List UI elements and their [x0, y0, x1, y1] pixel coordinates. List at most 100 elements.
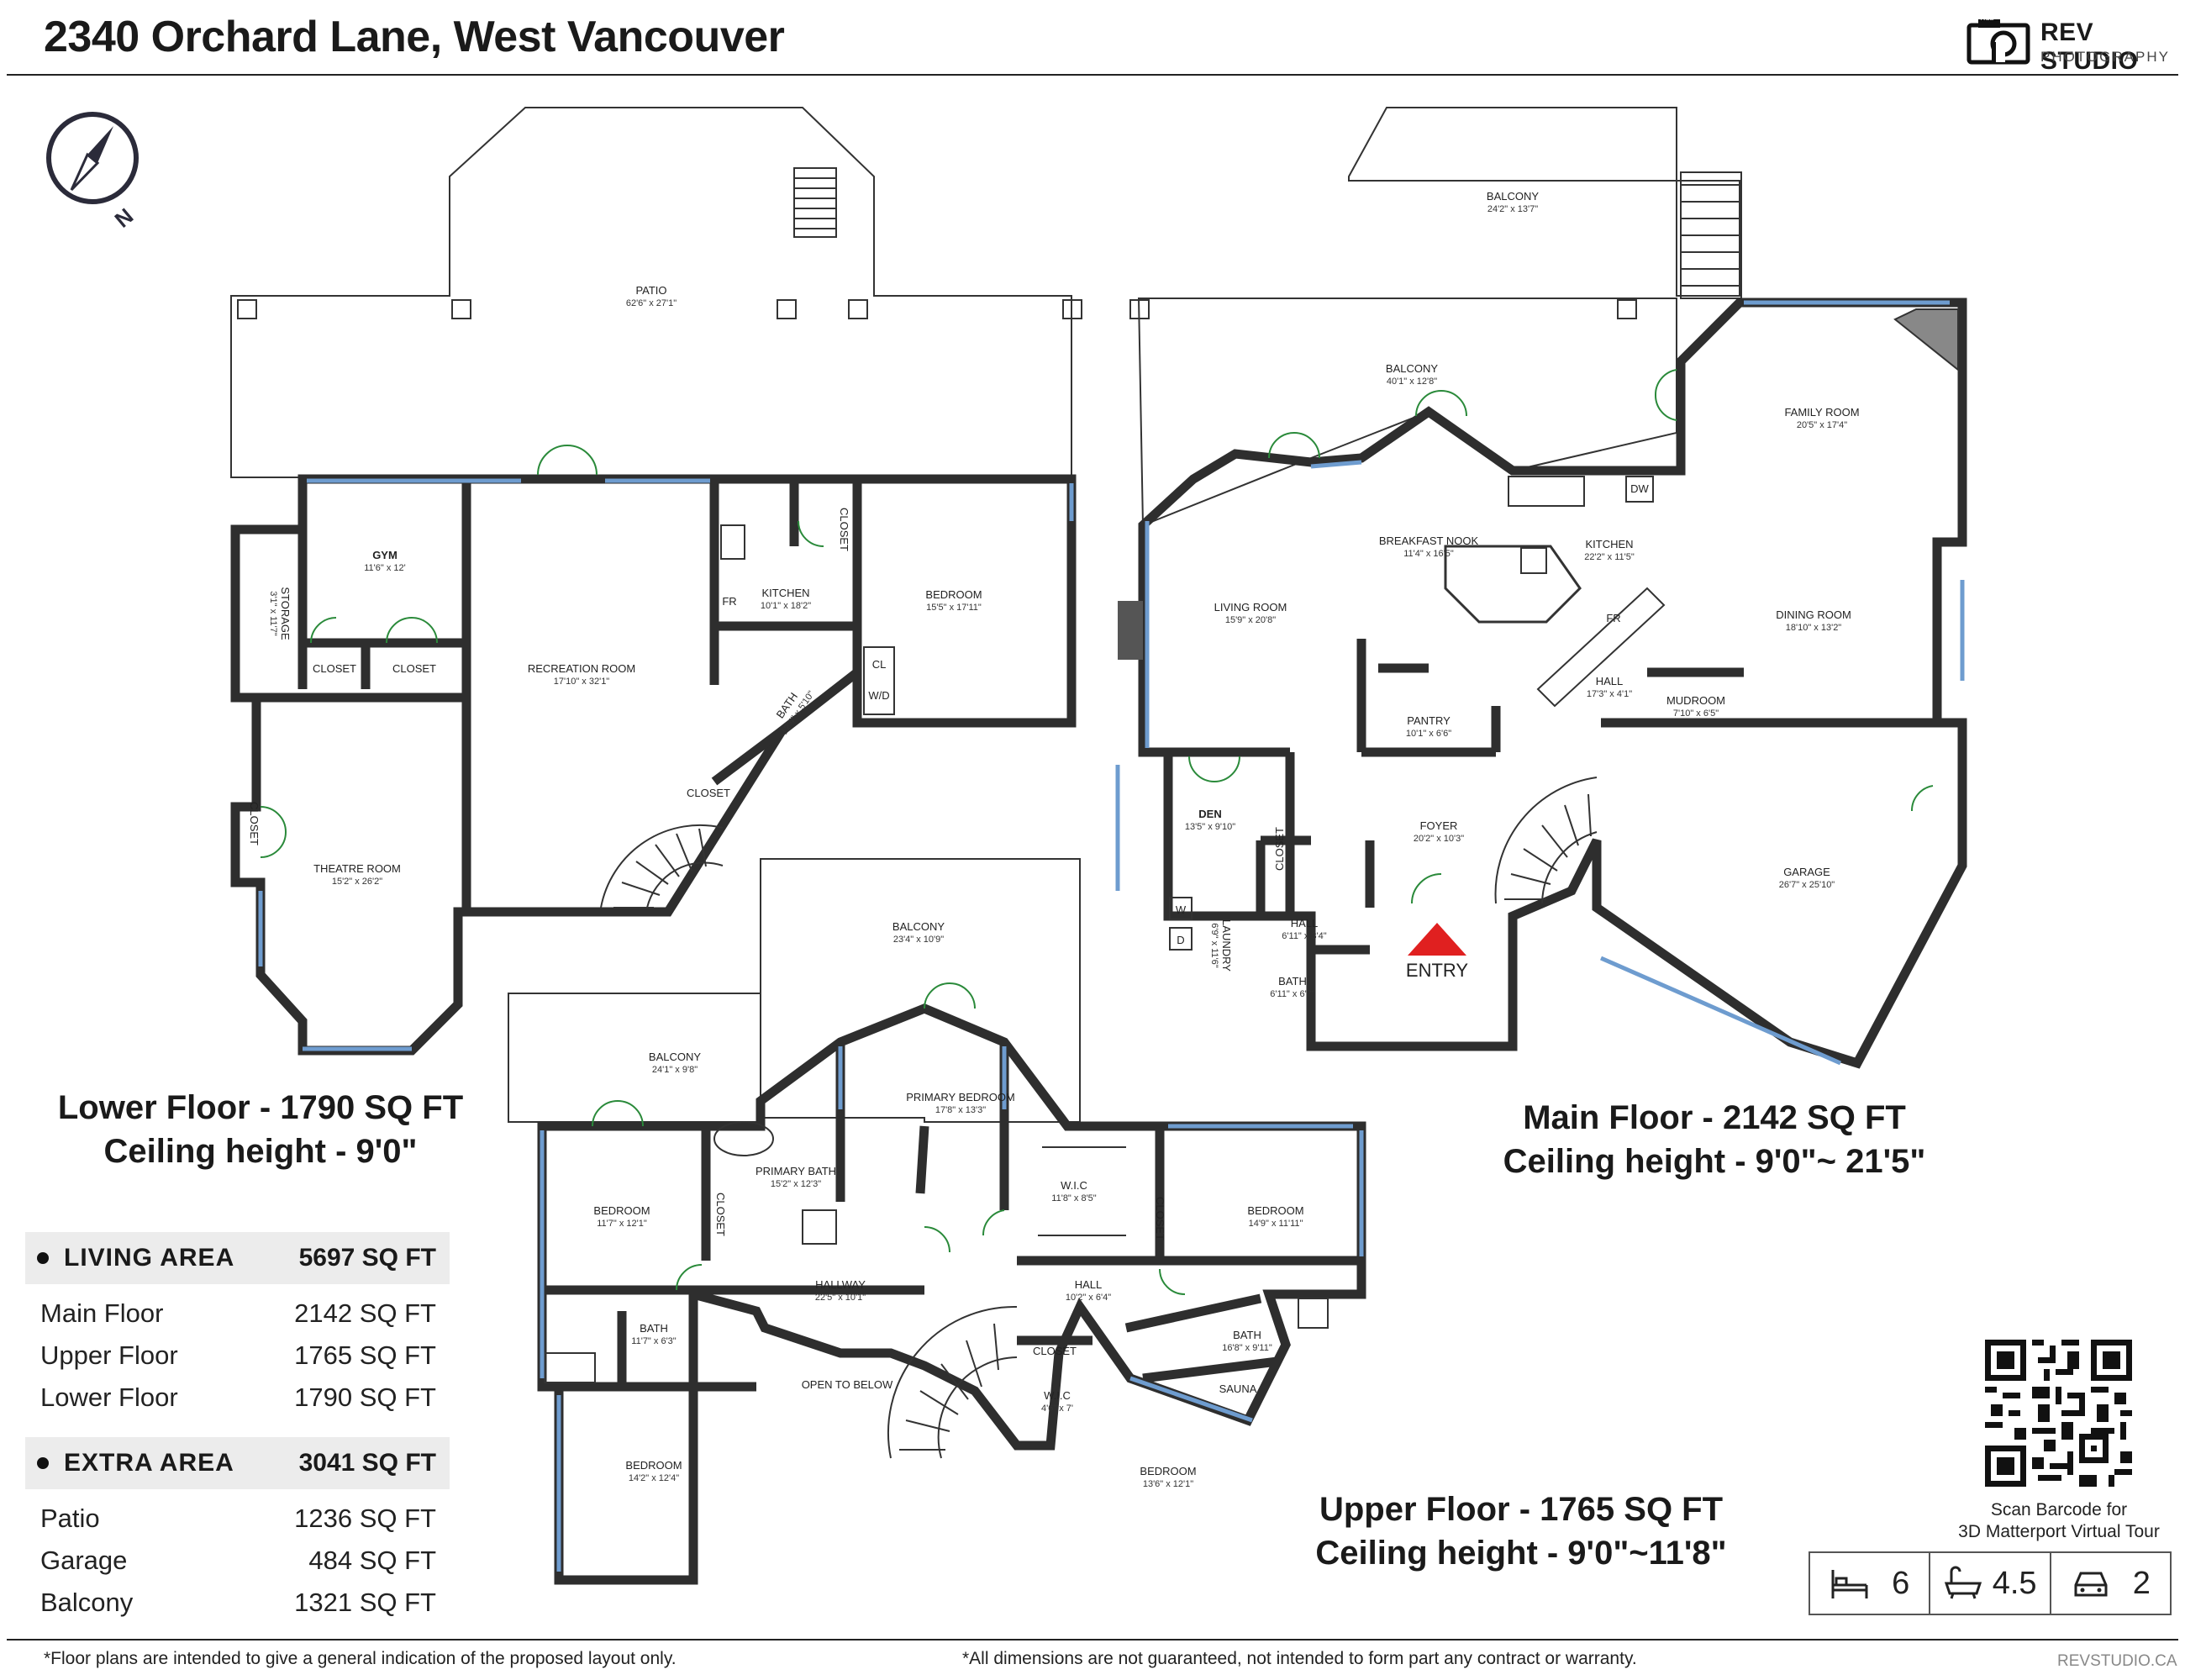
svg-text:6'11" x 3'4": 6'11" x 3'4" [1282, 931, 1326, 941]
upper-spiral-stair [887, 1305, 1018, 1459]
svg-text:11'7" x 6'3": 11'7" x 6'3" [631, 1336, 676, 1346]
lower-floor-caption: Lower Floor - 1790 SQ FT Ceiling height … [57, 1089, 464, 1170]
label-balcony: BALCONY [1487, 190, 1539, 203]
label-hall: HALL [1596, 675, 1624, 687]
label-living-room: LIVING ROOM [1214, 601, 1287, 614]
entry-label: ENTRY [1406, 960, 1468, 981]
label-kitchen: KITCHEN [761, 587, 809, 599]
bathtub-icon [1945, 1566, 1982, 1599]
cooktop [720, 524, 745, 560]
fireplace [1893, 308, 1959, 372]
entry-door[interactable] [1411, 873, 1442, 904]
den-door[interactable] [1188, 756, 1240, 782]
logo-wordmark: REV STUDIO [2040, 18, 2139, 75]
main-balcony-mid [1137, 298, 1677, 527]
label-fridge: FR [1606, 612, 1620, 624]
main-floor-walls [1138, 298, 1967, 1069]
svg-text:17'8" x 13'3": 17'8" x 13'3" [935, 1105, 986, 1115]
svg-text:11'4" x 16'5": 11'4" x 16'5" [1403, 549, 1454, 559]
wic-door[interactable] [982, 1209, 1005, 1236]
lower-spiral-stair [600, 824, 724, 908]
area-row: Lower Floor 1790 SQ FT [40, 1382, 436, 1412]
lower-floor-plan: PATIO 62'6" x 27'1" GYM 11'6" x 12' STOR… [230, 107, 1082, 1056]
lower-interior-wall [711, 727, 785, 786]
closet-door[interactable] [386, 617, 438, 644]
label-closet: CLOSET [313, 662, 356, 675]
label-family-room: FAMILY ROOM [1784, 406, 1859, 419]
label-bedroom: BEDROOM [925, 588, 982, 601]
stat-garage: 2 [2051, 1553, 2170, 1614]
car-icon [2074, 1572, 2108, 1597]
area-row: Balcony 1321 SQ FT [40, 1588, 436, 1617]
label-closet: CLOSET [714, 1193, 727, 1236]
svg-text:11'8" x 8'5": 11'8" x 8'5" [1051, 1193, 1096, 1203]
balcony-door[interactable] [1415, 390, 1467, 417]
label-bath: BATH [1278, 975, 1307, 987]
bullet-icon [37, 1457, 49, 1469]
label-dishwasher: DW [1630, 482, 1649, 495]
qr-code[interactable] [1985, 1340, 2132, 1487]
svg-text:20'2" x 10'3": 20'2" x 10'3" [1414, 834, 1464, 844]
dryer [1169, 927, 1193, 951]
svg-text:23'4" x 10'9": 23'4" x 10'9" [893, 935, 944, 945]
label-pantry: PANTRY [1407, 714, 1451, 727]
entry-marker-icon [1408, 923, 1466, 956]
label-bedroom: BEDROOM [1247, 1204, 1303, 1217]
lower-patio-outline [230, 107, 1072, 478]
label-bedroom: BEDROOM [625, 1459, 682, 1472]
fireplace [1118, 601, 1143, 660]
patio-door[interactable] [537, 445, 598, 476]
stat-baths: 4.5 [1930, 1553, 2051, 1614]
upper-interior-wall [1142, 1356, 1278, 1383]
bedroom-door[interactable] [1159, 1268, 1186, 1295]
property-stats: 6 4.5 2 [1809, 1551, 2172, 1615]
footer-website[interactable]: REVSTUDIO.CA [2057, 1652, 2177, 1670]
closet-door[interactable] [798, 520, 824, 547]
label-wic: W.I.C [1061, 1179, 1087, 1192]
closet-door[interactable] [310, 617, 337, 644]
living-area-header: LIVING AREA 5697 SQ FT [25, 1232, 450, 1284]
main-floor-caption: Main Floor - 2142 SQ FT Ceiling height -… [1503, 1099, 1926, 1180]
garage-door[interactable] [1910, 785, 1934, 812]
primary-balcony-door[interactable] [924, 982, 976, 1009]
bedroom-door[interactable] [676, 1264, 703, 1291]
balcony-column [1129, 299, 1150, 319]
header-divider [7, 74, 2178, 76]
label-balcony: BALCONY [649, 1051, 701, 1063]
label-fridge: FR [722, 595, 736, 608]
svg-text:16'8" x 9'11": 16'8" x 9'11" [1222, 1343, 1272, 1353]
svg-text:15'2" x 26'2": 15'2" x 26'2" [332, 877, 382, 887]
svg-text:20'5" x 17'4": 20'5" x 17'4" [1797, 420, 1847, 430]
label-dryer: D [1177, 934, 1184, 946]
svg-text:10'1" x 18'2": 10'1" x 18'2" [761, 601, 811, 611]
balcony-door[interactable] [1268, 432, 1320, 459]
label-wic: W.I.C [1044, 1389, 1071, 1402]
label-open-to-below: OPEN TO BELOW [802, 1378, 893, 1391]
bullet-icon [37, 1252, 49, 1264]
svg-text:15'2" x 12'3": 15'2" x 12'3" [771, 1179, 821, 1189]
svg-text:10'2" x 6'4": 10'2" x 6'4" [1066, 1293, 1111, 1303]
bedroom-balcony-door[interactable] [592, 1100, 644, 1127]
window [1599, 956, 1842, 1066]
main-spiral-stair [1494, 777, 1598, 904]
bed-icon [1831, 1570, 1868, 1598]
label-recreation-room: RECREATION ROOM [528, 662, 635, 675]
label-bedroom: BEDROOM [593, 1204, 650, 1217]
label-closet: CLOSET [1154, 1197, 1166, 1240]
balcony-column [1617, 299, 1637, 319]
svg-text:11'6" x 12': 11'6" x 12' [364, 563, 406, 573]
label-hall: HALL [1075, 1278, 1103, 1291]
svg-text:22'5" x 10'1": 22'5" x 10'1" [815, 1293, 866, 1303]
label-primary-bedroom: PRIMARY BEDROOM [906, 1091, 1015, 1103]
patio-column [777, 299, 797, 319]
window [1310, 460, 1362, 469]
family-room-door[interactable] [1654, 369, 1677, 421]
primary-bedroom-door[interactable] [924, 1226, 950, 1253]
svg-text:7'10" x 6'5": 7'10" x 6'5" [1673, 708, 1719, 719]
qr-caption: Scan Barcode for 3D Matterport Virtual T… [1958, 1500, 2160, 1541]
label-bedroom: BEDROOM [1140, 1465, 1196, 1477]
theatre-closet-door[interactable] [260, 806, 287, 858]
label-bath: BATH [640, 1322, 668, 1335]
area-row: Upper Floor 1765 SQ FT [40, 1340, 436, 1370]
